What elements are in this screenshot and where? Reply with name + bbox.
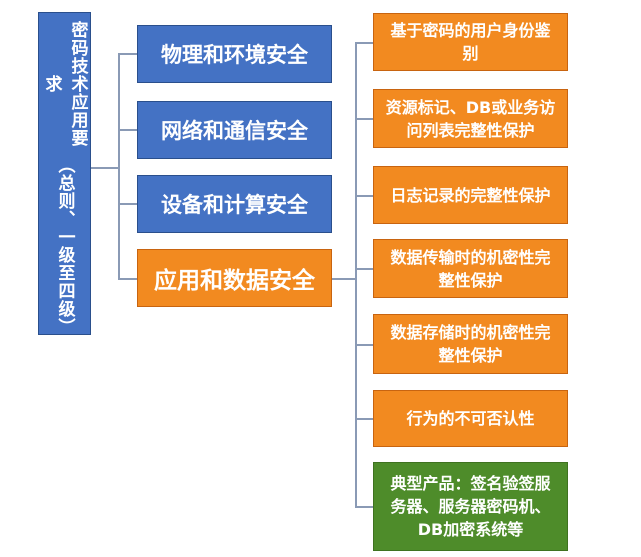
category-label: 设备和计算安全 [161, 193, 308, 217]
connector-detail-2 [355, 118, 373, 120]
connector-category-2 [118, 129, 137, 131]
detail-label: 行为的不可否认性 [406, 409, 535, 428]
detail-label: 资源标记、DB或业务访问列表完整性保护 [385, 97, 556, 140]
connector-detail-5 [355, 344, 373, 346]
root-title: 密码技术应用要求 [41, 21, 88, 148]
detail-access-list-integrity: 资源标记、DB或业务访问列表完整性保护 [373, 89, 568, 148]
detail-label: 数据传输时的机密性完整性保护 [390, 247, 551, 290]
detail-label: 数据存储时的机密性完整性保护 [390, 323, 551, 365]
detail-label: 日志记录的完整性保护 [390, 185, 551, 205]
category-device-computing: 设备和计算安全 [137, 175, 332, 233]
connector-category-4 [118, 278, 137, 280]
root-subtitle: （总则、一级至四级） [54, 155, 75, 336]
connector-detail-3 [355, 195, 373, 197]
connector-app-trunk [332, 278, 356, 280]
detail-typical-products: 典型产品：签名验签服务器、服务器密码机、DB加密系统等 [373, 462, 568, 551]
connector-detail-6 [355, 418, 373, 420]
category-label: 应用和数据安全 [154, 268, 315, 294]
detail-log-integrity: 日志记录的完整性保护 [373, 166, 568, 224]
category-label: 物理和环境安全 [161, 43, 308, 67]
detail-non-repudiation: 行为的不可否认性 [373, 390, 568, 447]
root-node: 密码技术应用要求 （总则、一级至四级） [38, 12, 91, 336]
category-physical-environment: 物理和环境安全 [137, 25, 332, 83]
connector-detail-4 [355, 268, 373, 270]
category-label: 网络和通信安全 [161, 119, 308, 143]
detail-label: 基于密码的用户身份鉴别 [390, 21, 551, 63]
detail-transmission-protection: 数据传输时的机密性完整性保护 [373, 239, 568, 298]
connector-details-spine [355, 42, 357, 507]
connector-categories-spine [118, 53, 120, 279]
detail-label: 典型产品：签名验签服务器、服务器密码机、DB加密系统等 [390, 474, 551, 539]
connector-category-1 [118, 53, 137, 55]
connector-category-3 [118, 203, 137, 205]
category-application-data: 应用和数据安全 [137, 249, 332, 307]
connector-detail-1 [355, 42, 373, 44]
detail-storage-protection: 数据存储时的机密性完整性保护 [373, 314, 568, 374]
connector-root-trunk [91, 167, 119, 169]
connector-detail-7 [355, 506, 373, 508]
category-network-communication: 网络和通信安全 [137, 101, 332, 159]
detail-identity-authentication: 基于密码的用户身份鉴别 [373, 13, 568, 71]
